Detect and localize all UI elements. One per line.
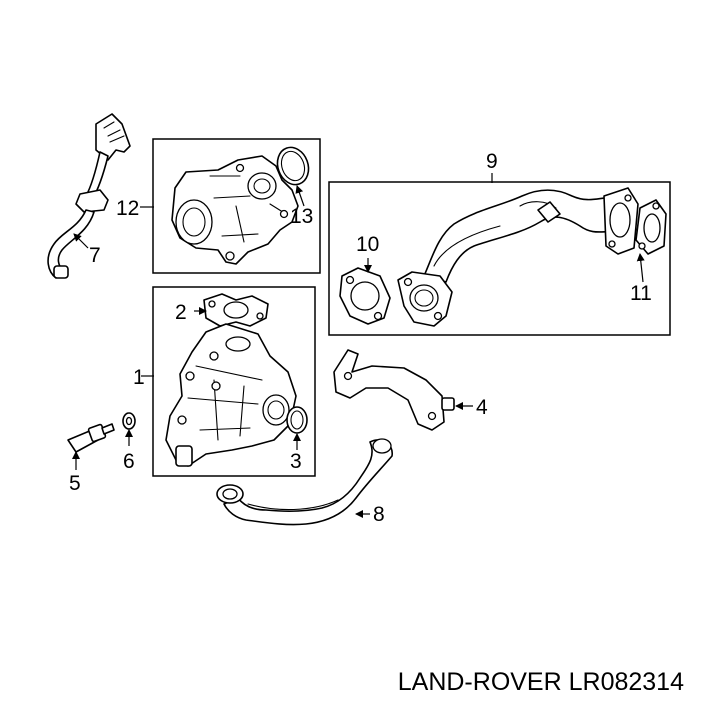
callout-6: 6	[123, 450, 135, 473]
callout-5: 5	[69, 472, 81, 495]
callout-1: 1	[133, 366, 145, 389]
callout-12: 12	[116, 197, 139, 220]
callout-3: 3	[290, 450, 302, 473]
callout-4: 4	[476, 396, 488, 419]
group-box-12-13	[152, 138, 321, 274]
part-13-o-ring	[276, 146, 310, 186]
part-8-hose	[216, 438, 393, 526]
callout-11: 11	[630, 282, 652, 305]
part-number-caption: LAND-ROVER LR082314	[397, 668, 684, 696]
callout-13: 13	[290, 205, 313, 228]
leader-lines	[72, 173, 645, 518]
callout-10: 10	[356, 233, 379, 256]
callout-8: 8	[373, 503, 385, 526]
part-11-gasket	[635, 199, 667, 255]
part-2-gasket	[203, 293, 269, 327]
part-4-bracket	[333, 349, 455, 431]
callout-9: 9	[486, 150, 498, 173]
group-box-1-2-3	[152, 286, 316, 477]
part-6-washer	[122, 412, 136, 430]
part-10-gasket	[339, 267, 391, 325]
callout-7: 7	[89, 244, 101, 267]
part-12-egr-valve	[171, 155, 299, 265]
callout-2: 2	[175, 301, 187, 324]
part-1-egr-cooler	[165, 323, 297, 467]
group-box-9-10-11	[328, 181, 671, 336]
part-3-o-ring	[286, 406, 308, 434]
part-5-sensor	[67, 423, 115, 453]
part-9-exhaust-pipe	[397, 187, 639, 327]
